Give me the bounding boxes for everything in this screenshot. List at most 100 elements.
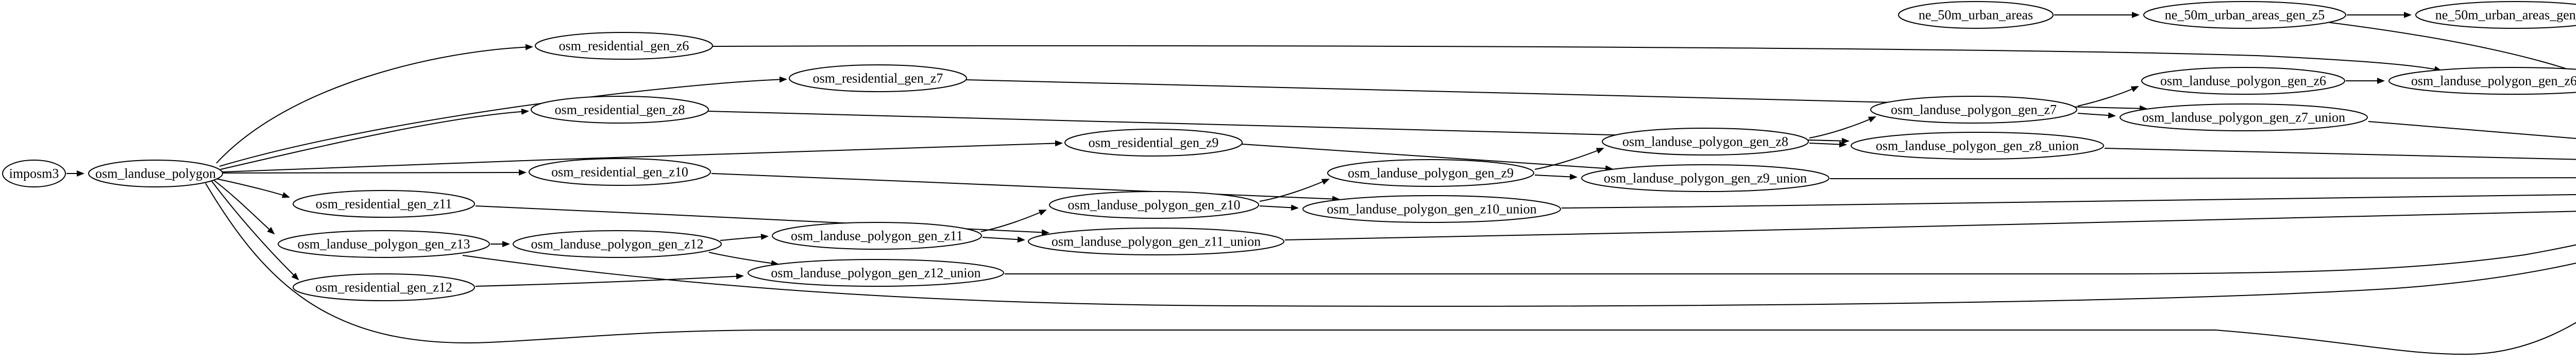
node-osm_landuse_polygon_gen_z12_union: osm_landuse_polygon_gen_z12_union [748,259,1004,287]
node-osm_landuse_polygon_gen_z6_union: osm_landuse_polygon_gen_z6_union [2388,67,2576,95]
node-osm_residential_gen_z8: osm_residential_gen_z8 [531,96,709,124]
node-shape-osm_landuse_polygon_gen_z7 [1870,96,2077,124]
node-osm_landuse_polygon_gen_z11_union: osm_landuse_polygon_gen_z11_union [1028,228,1284,255]
edge-osm_landuse_polygon-to-osm_residential_gen_z9 [222,140,1063,172]
edge-osm_landuse_polygon_gen_z13-to-layer_landuse-z13 [462,255,2576,307]
node-label-osm_landuse_polygon_gen_z9_union: osm_landuse_polygon_gen_z9_union [1604,171,1807,186]
node-shape-imposm3 [2,160,66,187]
edge-osm_landuse_polygon-to-osm_residential_gen_z8 [220,108,529,170]
node-shape-osm_landuse_polygon_gen_z9 [1327,159,1534,187]
node-label-osm_residential_gen_z8: osm_residential_gen_z8 [555,102,685,117]
edge-osm_landuse_polygon-to-osm_residential_gen_z7 [219,76,787,167]
node-shape-osm_landuse_polygon_gen_z10 [1049,191,1259,219]
node-shape-osm_landuse_polygon_gen_z11 [772,222,982,250]
node-label-osm_landuse_polygon_gen_z10: osm_landuse_polygon_gen_z10 [1067,198,1240,213]
node-shape-osm_landuse_polygon_gen_z12_union [748,259,1004,287]
node-shape-osm_landuse_polygon_gen_z8 [1602,128,1809,155]
edge-osm_landuse_polygon_gen_z12-to-osm_landuse_polygon_gen_z12_union [708,252,779,267]
edge-osm_landuse_polygon-to-osm_residential_gen_z6 [216,44,533,164]
node-shape-osm_residential_gen_z8 [531,96,709,124]
edge-osm_landuse_polygon_gen_z12-to-osm_landuse_polygon_gen_z11 [720,233,769,241]
node-ne_50m_urban_areas: ne_50m_urban_areas [1898,1,2054,29]
edge-osm_landuse_polygon_gen_z11_union-to-layer_landuse-z11 [1284,210,2576,240]
node-label-osm_landuse_polygon_gen_z12_union: osm_landuse_polygon_gen_z12_union [771,266,980,281]
node-osm_landuse_polygon_gen_z9_union: osm_landuse_polygon_gen_z9_union [1581,164,1829,192]
edge-osm_landuse_polygon_gen_z11-to-osm_landuse_polygon_gen_z11_union [982,236,1025,243]
node-label-osm_landuse_polygon_gen_z7_union: osm_landuse_polygon_gen_z7_union [2142,110,2345,125]
node-osm_residential_gen_z7: osm_residential_gen_z7 [789,64,967,92]
node-osm_landuse_polygon_gen_z10: osm_landuse_polygon_gen_z10 [1049,191,1259,219]
node-label-osm_landuse_polygon_gen_z12: osm_landuse_polygon_gen_z12 [531,237,703,252]
node-shape-osm_landuse_polygon [88,160,223,187]
node-osm_landuse_polygon_gen_z6: osm_landuse_polygon_gen_z6 [2141,67,2345,95]
edge-osm_residential_gen_z10-to-osm_landuse_polygon_gen_z10_union [711,173,1340,202]
edge-osm_landuse_polygon-to-osm_landuse_polygon_gen_z13 [213,180,275,235]
edge-osm_landuse_polygon_gen_z10-to-osm_landuse_polygon_gen_z10_union [1259,204,1299,211]
node-osm_landuse_polygon_gen_z9: osm_landuse_polygon_gen_z9 [1327,159,1534,187]
node-osm_residential_gen_z10: osm_residential_gen_z10 [529,158,711,186]
node-label-ne_50m_urban_areas_gen_z4: ne_50m_urban_areas_gen_z4 [2435,8,2576,23]
node-label-osm_landuse_polygon_gen_z11_union: osm_landuse_polygon_gen_z11_union [1052,234,1261,249]
node-label-osm_residential_gen_z7: osm_residential_gen_z7 [813,71,943,86]
node-osm_landuse_polygon_gen_z7: osm_landuse_polygon_gen_z7 [1870,96,2077,124]
node-imposm3: imposm3 [2,160,66,187]
node-osm_residential_gen_z9: osm_residential_gen_z9 [1064,129,1243,157]
edge-osm_landuse_polygon-to-layer_landuse-z14+ [205,183,2576,355]
node-label-osm_residential_gen_z11: osm_residential_gen_z11 [316,197,452,212]
node-label-osm_landuse_polygon_gen_z11: osm_landuse_polygon_gen_z11 [791,229,963,244]
edge-osm_residential_gen_z11-to-osm_landuse_polygon_gen_z11_union [475,205,1049,236]
node-shape-osm_residential_gen_z7 [789,64,967,92]
node-osm_landuse_polygon_gen_z10_union: osm_landuse_polygon_gen_z10_union [1302,195,1561,223]
node-label-osm_landuse_polygon_gen_z6: osm_landuse_polygon_gen_z6 [2160,74,2326,89]
edge-osm_residential_gen_z12-to-osm_landuse_polygon_gen_z12_union [475,273,744,287]
node-shape-osm_residential_gen_z9 [1064,129,1243,157]
node-label-osm_landuse_polygon_gen_z8_union: osm_landuse_polygon_gen_z8_union [1876,138,2079,153]
node-label-osm_residential_gen_z6: osm_residential_gen_z6 [559,39,689,54]
node-osm_residential_gen_z6: osm_residential_gen_z6 [535,32,713,60]
edge-osm_landuse_polygon_gen_z7_union-to-layer_landuse-z7 [2368,121,2576,139]
node-osm_landuse_polygon_gen_z11: osm_landuse_polygon_gen_z11 [772,222,982,250]
node-shape-osm_landuse_polygon_gen_z9_union [1581,164,1829,192]
node-shape-osm_landuse_polygon_gen_z7_union [2120,103,2368,131]
node-shape-osm_residential_gen_z6 [535,32,713,60]
node-shape-ne_50m_urban_areas_gen_z4 [2415,1,2576,29]
edge-osm_residential_gen_z6-to-osm_landuse_polygon_gen_z6_union [712,45,2442,72]
node-shape-ne_50m_urban_areas [1898,1,2054,29]
node-shape-osm_landuse_polygon_gen_z6 [2141,67,2345,95]
node-shape-osm_residential_gen_z10 [529,158,711,186]
node-label-osm_landuse_polygon_gen_z6_union: osm_landuse_polygon_gen_z6_union [2411,74,2576,89]
node-shape-osm_landuse_polygon_gen_z12 [513,230,722,258]
edge-osm_landuse_polygon-to-osm_residential_gen_z10 [223,169,527,176]
node-shape-osm_residential_gen_z11 [293,190,475,218]
edge-osm_landuse_polygon_gen_z10-to-osm_landuse_polygon_gen_z9 [1259,179,1330,202]
node-label-ne_50m_urban_areas: ne_50m_urban_areas [1919,8,2033,23]
node-shape-osm_landuse_polygon_gen_z8_union [1851,132,2104,160]
node-label-imposm3: imposm3 [9,166,59,181]
node-osm_residential_gen_z12: osm_residential_gen_z12 [293,273,475,301]
edge-ne_50m_urban_areas_gen_z5-to-layer_landuse-z5 [2326,22,2576,73]
node-osm_landuse_polygon: osm_landuse_polygon [88,160,223,187]
node-osm_residential_gen_z11: osm_residential_gen_z11 [293,190,475,218]
node-shape-osm_residential_gen_z12 [293,273,475,301]
node-label-osm_landuse_polygon: osm_landuse_polygon [95,166,216,181]
edge-osm_landuse_polygon_gen_z8-to-osm_landuse_polygon_gen_z7 [1809,116,1876,138]
node-osm_landuse_polygon_gen_z7_union: osm_landuse_polygon_gen_z7_union [2120,103,2368,131]
edge-osm_landuse_polygon_gen_z9-to-osm_landuse_polygon_gen_z8 [1534,148,1604,170]
edge-osm_landuse_polygon_gen_z7-to-osm_landuse_polygon_gen_z7_union [2077,112,2116,119]
edge-osm_landuse_polygon_gen_z7-to-osm_landuse_polygon_gen_z6 [2077,86,2139,107]
node-label-osm_landuse_polygon_gen_z7: osm_landuse_polygon_gen_z7 [1891,102,2057,117]
node-label-osm_landuse_polygon_gen_z10_union: osm_landuse_polygon_gen_z10_union [1327,202,1536,217]
edge-osm_landuse_polygon-to-osm_residential_gen_z11 [215,178,290,198]
node-shape-osm_landuse_polygon_gen_z13 [278,230,490,258]
edge-osm_landuse_polygon_gen_z9-to-osm_landuse_polygon_gen_z9_union [1534,174,1578,180]
edge-osm_landuse_polygon_gen_z8_union-to-layer_landuse-z8 [2104,148,2576,161]
node-label-osm_landuse_polygon_gen_z9: osm_landuse_polygon_gen_z9 [1348,166,1514,181]
node-label-osm_landuse_polygon_gen_z13: osm_landuse_polygon_gen_z13 [297,237,470,252]
node-label-osm_residential_gen_z9: osm_residential_gen_z9 [1089,135,1219,150]
edge-osm_landuse_polygon_gen_z8-to-osm_landuse_polygon_gen_z8_union [1809,141,1847,148]
node-shape-osm_landuse_polygon_gen_z10_union [1302,195,1561,223]
node-ne_50m_urban_areas_gen_z5: ne_50m_urban_areas_gen_z5 [2143,1,2346,29]
node-label-osm_residential_gen_z10: osm_residential_gen_z10 [551,165,688,180]
